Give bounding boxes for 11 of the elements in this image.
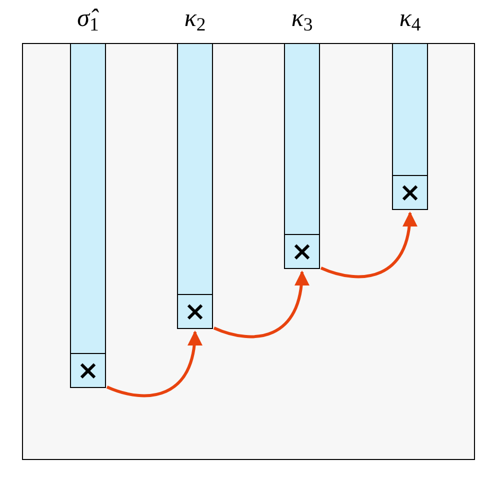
curved-arrow (106, 330, 202, 398)
column-heading: κ$_{3}$ (291, 4, 313, 38)
curved-arrow (320, 212, 417, 278)
curved-arrow (213, 270, 309, 338)
column-heading: κ$_{4}$ (399, 4, 421, 38)
cross-mark: × (399, 180, 421, 206)
column-heading: σ̂$_{1}$ (77, 4, 99, 38)
cross-mark: × (77, 358, 99, 384)
cross-mark: × (291, 238, 313, 264)
column-heading: κ$_{2}$ (184, 4, 206, 38)
cross-mark: × (184, 298, 206, 324)
